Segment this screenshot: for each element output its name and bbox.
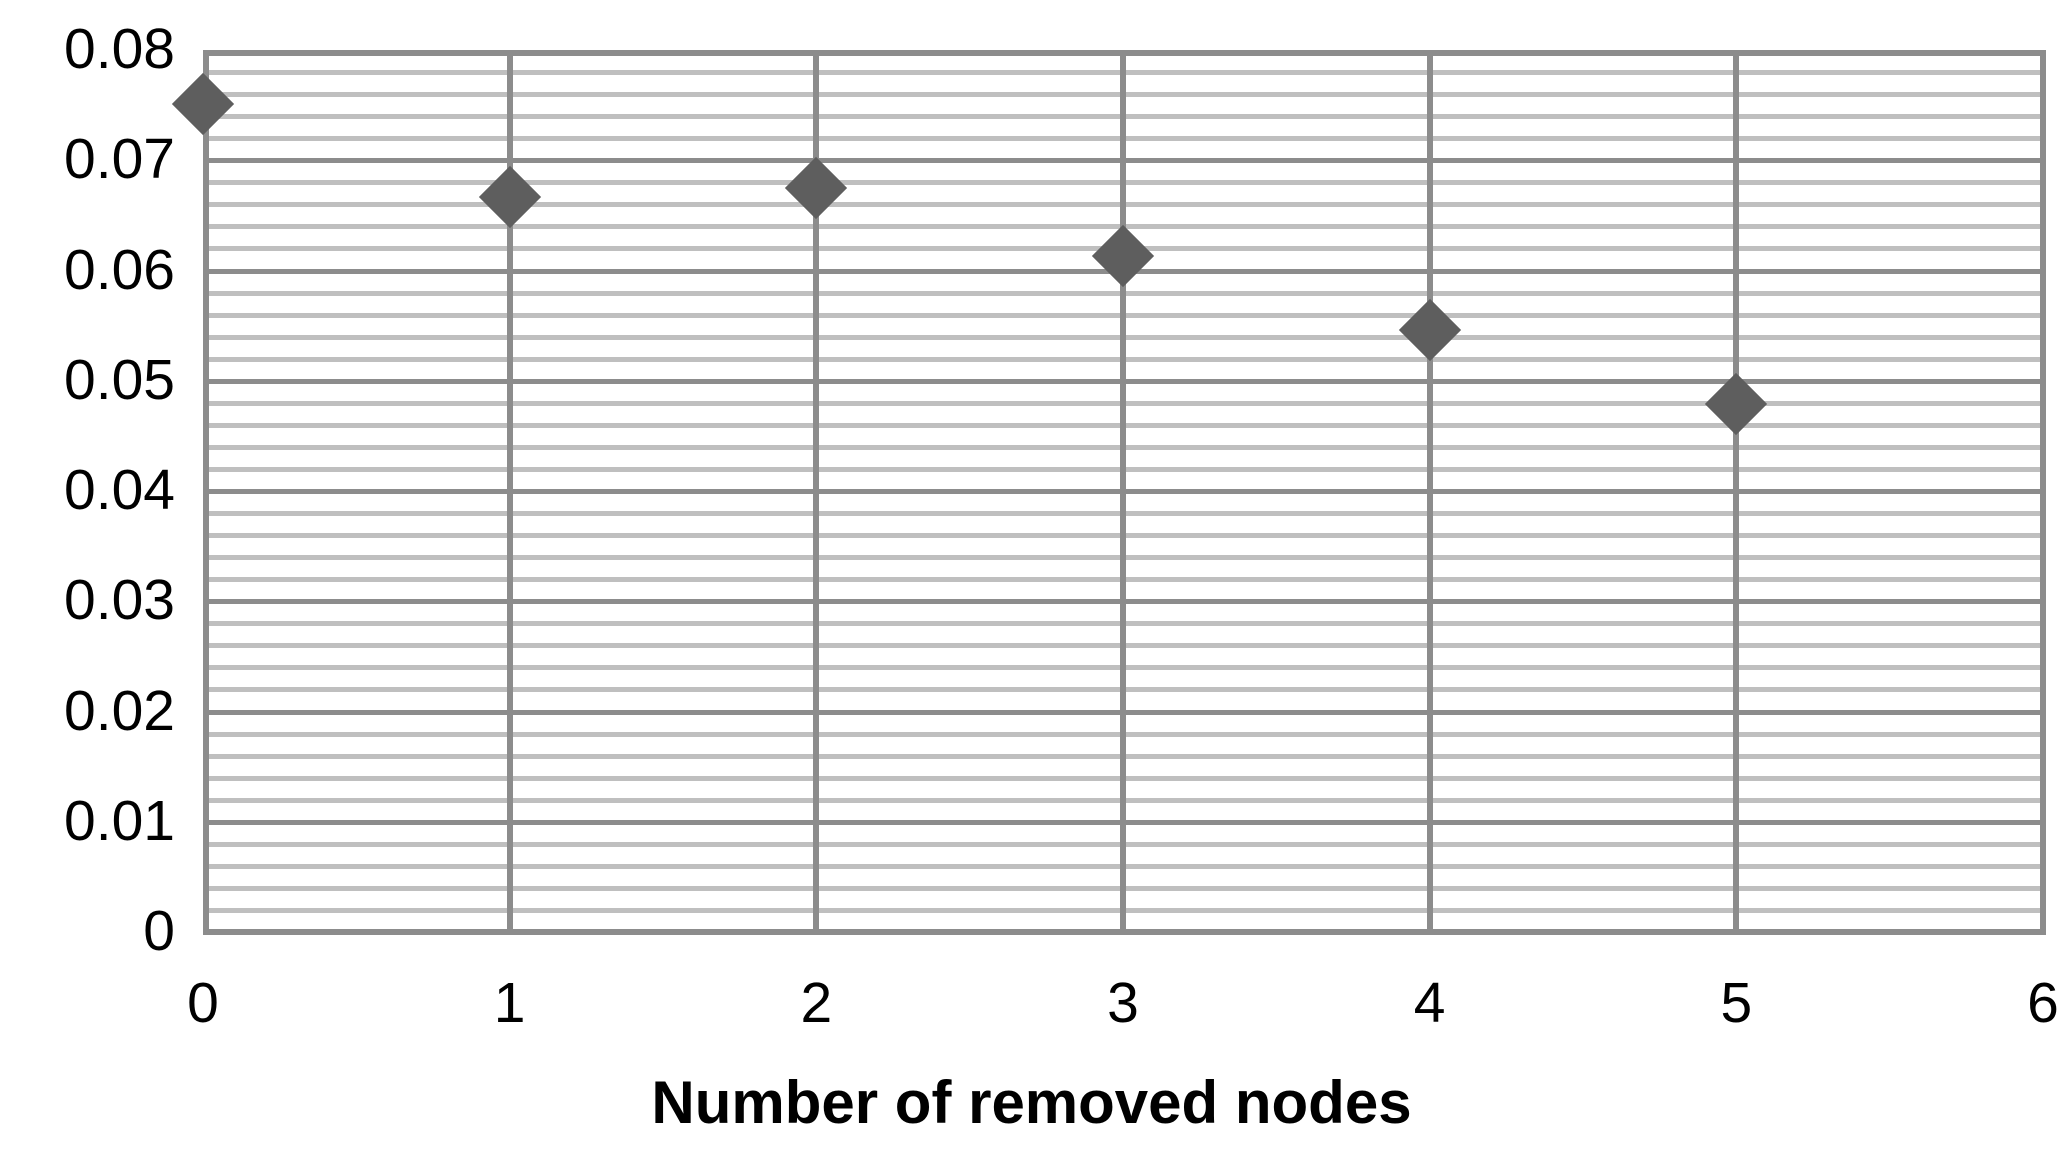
y-axis-tick-label: 0.07 — [64, 127, 175, 192]
x-axis-tick-label: 6 — [2027, 971, 2059, 1035]
gridline-vertical-major — [813, 50, 820, 935]
y-axis-tick-label: 0 — [143, 899, 175, 963]
y-axis-tick-label: 0.04 — [64, 458, 175, 522]
gridline-vertical-major — [506, 50, 513, 935]
x-axis-tick-label: 3 — [1107, 971, 1139, 1035]
y-axis-tick-label: 0.02 — [64, 678, 175, 743]
gridline-vertical-major — [1733, 50, 1740, 935]
axis-line-right — [2040, 50, 2046, 935]
x-axis-tick-label: 5 — [1720, 971, 1753, 1035]
y-axis-tick-label: 0.08 — [64, 17, 175, 81]
x-axis-tick-label: 4 — [1413, 971, 1446, 1035]
y-axis-line — [203, 50, 209, 935]
y-axis-tick-label: 0.05 — [64, 347, 175, 412]
x-axis-tick-label: 0 — [187, 971, 219, 1035]
axis-line-top — [203, 50, 2046, 56]
y-axis-tick-label: 0.01 — [64, 788, 175, 853]
x-axis-title: Number of removed nodes — [651, 1069, 1412, 1136]
y-axis-tick-label: 0.03 — [64, 568, 175, 633]
x-axis-tick-label: 2 — [800, 971, 833, 1035]
x-axis-line — [203, 929, 2046, 935]
gridline-vertical-major — [1120, 50, 1126, 935]
gridline-vertical-major — [1426, 50, 1433, 935]
y-axis-tick-label: 0.06 — [64, 237, 175, 302]
x-axis-tick-label: 1 — [493, 971, 526, 1035]
